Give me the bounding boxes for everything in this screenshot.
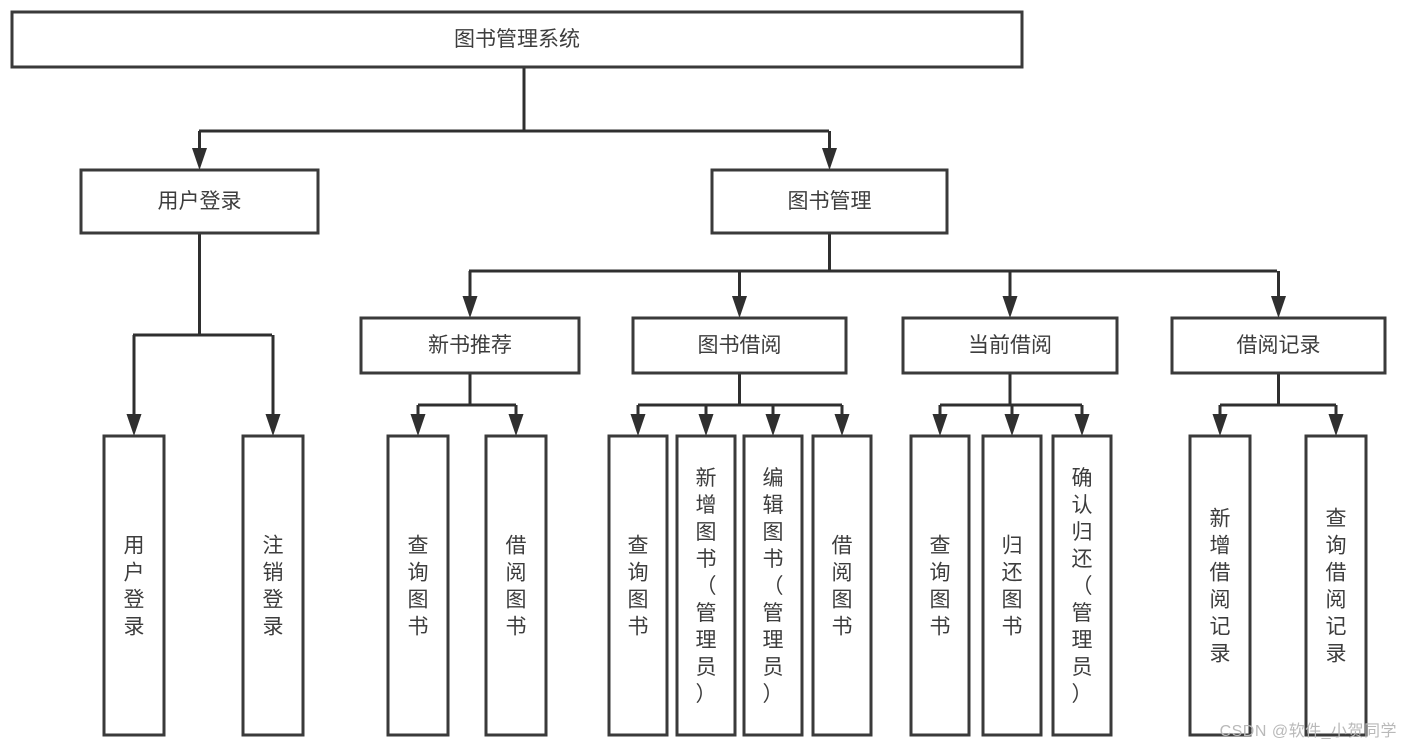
leaf-leaf-logout-rect[interactable]	[241, 434, 305, 737]
leaf-leaf-edit-book-label: 编辑图书（管理员）	[763, 467, 784, 706]
edge-bm-to-book-borrow-arrowhead	[732, 296, 747, 318]
leaf-leaf-query-book-recommend-label: 查询图书	[408, 535, 429, 639]
leaf-leaf-borrow-book-recommend[interactable]: 借阅图书	[484, 434, 548, 737]
leaf-leaf-user-login[interactable]: 用户登录	[102, 434, 166, 737]
node-user-login[interactable]: 用户登录	[79, 168, 320, 235]
leaf-leaf-query-book-recommend-rect[interactable]	[386, 434, 450, 737]
edge-book-borrow-to-leaf-borrow-book-arrowhead	[834, 414, 850, 436]
leaf-leaf-query-borrow-record-label: 查询借阅记录	[1326, 508, 1347, 666]
node-book-borrow-rect[interactable]	[631, 316, 848, 375]
edge-book-borrow-to-leaf-edit-book-arrowhead	[765, 414, 781, 436]
leaf-leaf-logout[interactable]: 注销登录	[241, 434, 305, 737]
node-current-borrow-rect[interactable]	[901, 316, 1119, 375]
edge-root-to-book-management-arrowhead	[822, 148, 837, 170]
node-book-management[interactable]: 图书管理	[710, 168, 949, 235]
leaf-leaf-add-book-rect[interactable]	[675, 434, 737, 737]
node-current-borrow[interactable]: 当前借阅	[901, 316, 1119, 375]
leaf-leaf-return-book-label: 归还图书	[1002, 535, 1023, 639]
edge-new-book-recommend-to-leaf-query-book-recommend-arrowhead	[410, 414, 426, 436]
leaf-leaf-user-login-label: 用户登录	[124, 535, 145, 639]
leaf-leaf-query-book-borrow-rect[interactable]	[607, 434, 669, 737]
edge-ul-to-leaf-user-login-arrowhead	[126, 414, 142, 436]
leaf-leaf-borrow-book-rect[interactable]	[811, 434, 873, 737]
edge-bm-to-current-borrow-arrowhead	[1002, 296, 1018, 318]
leaf-leaf-confirm-return[interactable]: 确认归还（管理员）	[1051, 434, 1113, 737]
node-current-borrow-label: 当前借阅	[968, 334, 1052, 357]
node-book-management-label: 图书管理	[788, 190, 872, 213]
node-root-root-rect[interactable]	[10, 10, 1024, 69]
leaf-leaf-query-borrow-record-rect[interactable]	[1304, 434, 1368, 737]
leaf-leaf-return-book[interactable]: 归还图书	[981, 434, 1043, 737]
leaf-leaf-confirm-return-label: 确认归还（管理员）	[1072, 467, 1093, 706]
node-book-borrow-label: 图书借阅	[698, 334, 782, 357]
leaf-leaf-edit-book-rect[interactable]	[742, 434, 804, 737]
leaf-leaf-query-book-borrow-label: 查询图书	[628, 535, 649, 639]
leaf-leaf-query-borrow-record[interactable]: 查询借阅记录	[1304, 434, 1368, 737]
leaf-leaf-query-book-recommend[interactable]: 查询图书	[386, 434, 450, 737]
leaf-leaf-add-book[interactable]: 新增图书（管理员）	[675, 434, 737, 737]
leaf-leaf-logout-label: 注销登录	[263, 535, 284, 639]
node-root-root-label: 图书管理系统	[454, 28, 580, 51]
edge-bm-to-new-book-recommend-arrowhead	[462, 296, 478, 318]
node-user-login-label: 用户登录	[158, 190, 242, 213]
node-root-root[interactable]: 图书管理系统	[10, 10, 1024, 69]
edge-new-book-recommend-to-leaf-borrow-book-recommend-arrowhead	[508, 414, 524, 436]
edge-ul-to-leaf-logout-arrowhead	[265, 414, 281, 436]
leaf-leaf-add-borrow-record-label: 新增借阅记录	[1210, 508, 1231, 666]
leaf-leaf-edit-book[interactable]: 编辑图书（管理员）	[742, 434, 804, 737]
node-new-book-recommend[interactable]: 新书推荐	[359, 316, 581, 375]
leaf-leaf-user-login-rect[interactable]	[102, 434, 166, 737]
leaf-leaf-add-borrow-record-rect[interactable]	[1188, 434, 1252, 737]
leaf-leaf-borrow-book-recommend-rect[interactable]	[484, 434, 548, 737]
node-borrow-record-rect[interactable]	[1170, 316, 1387, 375]
leaf-leaf-add-borrow-record[interactable]: 新增借阅记录	[1188, 434, 1252, 737]
edge-borrow-record-to-leaf-query-borrow-record-arrowhead	[1328, 414, 1344, 436]
leaf-leaf-borrow-book-recommend-label: 借阅图书	[506, 535, 527, 639]
leaf-leaf-query-book-current[interactable]: 查询图书	[909, 434, 971, 737]
node-book-management-rect[interactable]	[710, 168, 949, 235]
leaf-leaf-query-book-current-rect[interactable]	[909, 434, 971, 737]
edge-root-to-user-login-arrowhead	[192, 148, 207, 170]
node-user-login-rect[interactable]	[79, 168, 320, 235]
node-book-borrow[interactable]: 图书借阅	[631, 316, 848, 375]
node-borrow-record[interactable]: 借阅记录	[1170, 316, 1387, 375]
leaf-leaf-borrow-book-label: 借阅图书	[832, 535, 853, 639]
leaf-leaf-return-book-rect[interactable]	[981, 434, 1043, 737]
leaf-leaf-query-book-current-label: 查询图书	[930, 535, 951, 639]
edge-bm-to-borrow-record-arrowhead	[1271, 296, 1286, 318]
csdn-watermark: CSDN @软件_小贺同学	[1219, 723, 1397, 740]
node-borrow-record-label: 借阅记录	[1237, 334, 1321, 357]
leaf-leaf-confirm-return-rect[interactable]	[1051, 434, 1113, 737]
leaf-leaf-query-book-borrow[interactable]: 查询图书	[607, 434, 669, 737]
edge-borrow-record-to-leaf-add-borrow-record-arrowhead	[1212, 414, 1228, 436]
leaf-leaf-borrow-book[interactable]: 借阅图书	[811, 434, 873, 737]
leaf-leaf-add-book-label: 新增图书（管理员）	[696, 467, 717, 706]
edge-current-borrow-to-leaf-query-book-current-arrowhead	[932, 414, 948, 436]
node-new-book-recommend-label: 新书推荐	[428, 334, 512, 357]
edge-current-borrow-to-leaf-return-book-arrowhead	[1004, 414, 1020, 436]
edge-book-borrow-to-leaf-query-book-borrow-arrowhead	[630, 414, 646, 436]
node-new-book-recommend-rect[interactable]	[359, 316, 581, 375]
edge-book-borrow-to-leaf-add-book-arrowhead	[698, 414, 714, 436]
edge-current-borrow-to-leaf-confirm-return-arrowhead	[1074, 414, 1090, 436]
